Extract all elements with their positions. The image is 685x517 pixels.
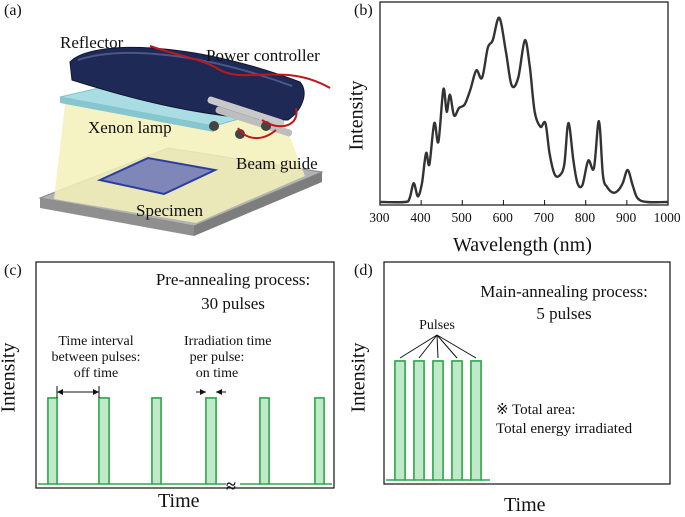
xenon-lamp-tube-1 — [207, 96, 285, 127]
main-annealing-title-2: 5 pulses — [536, 304, 592, 323]
main-annealing-ylabel: Intensity — [347, 342, 370, 413]
pre-annealing-xlabel: Time — [158, 490, 200, 512]
spectrum-plot-frame — [379, 1, 669, 206]
spectrum-xtick-label: 400 — [410, 210, 431, 225]
spectrum-xtick-label: 700 — [533, 210, 555, 225]
panel-d-tag: (d) — [354, 262, 373, 279]
power-cable-2 — [261, 107, 298, 128]
beam-guide-edge — [60, 97, 214, 132]
on-time-arrowhead-left — [200, 389, 206, 395]
total-area-note-1: ※ Total area: — [496, 402, 576, 418]
stage-plate-side — [194, 172, 322, 236]
total-area-note-2: Total energy irradiated — [496, 421, 633, 437]
pre-annealing-title-2: 30 pulses — [201, 294, 265, 313]
pulse — [151, 397, 162, 485]
off-time-label-3: off time — [73, 366, 119, 381]
pulse — [98, 397, 110, 485]
stage-plate-edge — [40, 198, 194, 236]
on-time-label-2: per pulse: — [189, 350, 245, 365]
spectrum-xtick-label: 500 — [451, 210, 472, 225]
power-cable-1 — [149, 45, 331, 89]
main-annealing-frame — [383, 261, 671, 485]
spectrum-xlabel: Wavelength (nm) — [453, 234, 592, 256]
spectrum-xtick-label: 300 — [369, 210, 390, 225]
off-time-label-1: Time interval — [58, 334, 134, 349]
on-time-label-3: on time — [195, 366, 239, 381]
off-time-arrowhead-left — [57, 389, 63, 395]
spectrum-series-line — [379, 16, 669, 204]
xenon-lamp-label: Xenon lamp — [88, 118, 172, 137]
pulses-label: Pulses — [419, 318, 455, 333]
panel-a-tag: (a) — [4, 2, 22, 19]
pulse — [470, 360, 482, 481]
xenon-lamp-tube-2 — [215, 106, 293, 137]
spectrum-xtick-label: 900 — [616, 210, 637, 225]
pulse — [314, 397, 325, 485]
axis-break-mark: ≈ — [226, 476, 236, 496]
pre-annealing-frame — [35, 261, 335, 489]
pre-annealing-title-1: Pre-annealing process: — [155, 270, 311, 289]
pre-annealing-pulse-train — [38, 397, 332, 485]
lamp-end-cap-1 — [209, 121, 219, 131]
power-controller-label: Power controller — [206, 46, 320, 65]
main-annealing-xlabel: Time — [504, 494, 546, 516]
lamp-end-cap-2 — [235, 129, 245, 139]
spectrum-xtick-label: 600 — [492, 210, 513, 225]
on-time-label-1: Irradiation time — [184, 334, 272, 349]
main-annealing-pulses — [394, 360, 482, 481]
specimen-label: Specimen — [136, 201, 204, 220]
pulse — [259, 397, 270, 485]
spectrum-xtick-label: 1000 — [653, 210, 681, 225]
beam-guide-label: Beam guide — [236, 154, 318, 173]
off-time-arrowhead-right — [93, 389, 99, 395]
pulse — [413, 360, 425, 481]
pulse — [47, 397, 58, 485]
pulse — [205, 397, 217, 485]
pulse — [394, 360, 406, 481]
specimen — [96, 156, 219, 196]
power-cable-3 — [237, 127, 277, 139]
panel-c-tag: (c) — [4, 262, 22, 279]
panel-b-tag: (b) — [354, 2, 373, 19]
pulses-pointer-lines — [399, 334, 477, 359]
pulse — [432, 360, 444, 481]
on-time-arrowhead-right — [216, 389, 222, 395]
spectrum-xtick-label: 800 — [574, 210, 596, 225]
reflector-label: Reflector — [60, 33, 124, 52]
pulse — [451, 360, 463, 481]
main-annealing-title-1: Main-annealing process: — [480, 282, 648, 301]
reflector-body — [69, 46, 305, 121]
off-time-label-2: between pulses: — [51, 350, 141, 365]
